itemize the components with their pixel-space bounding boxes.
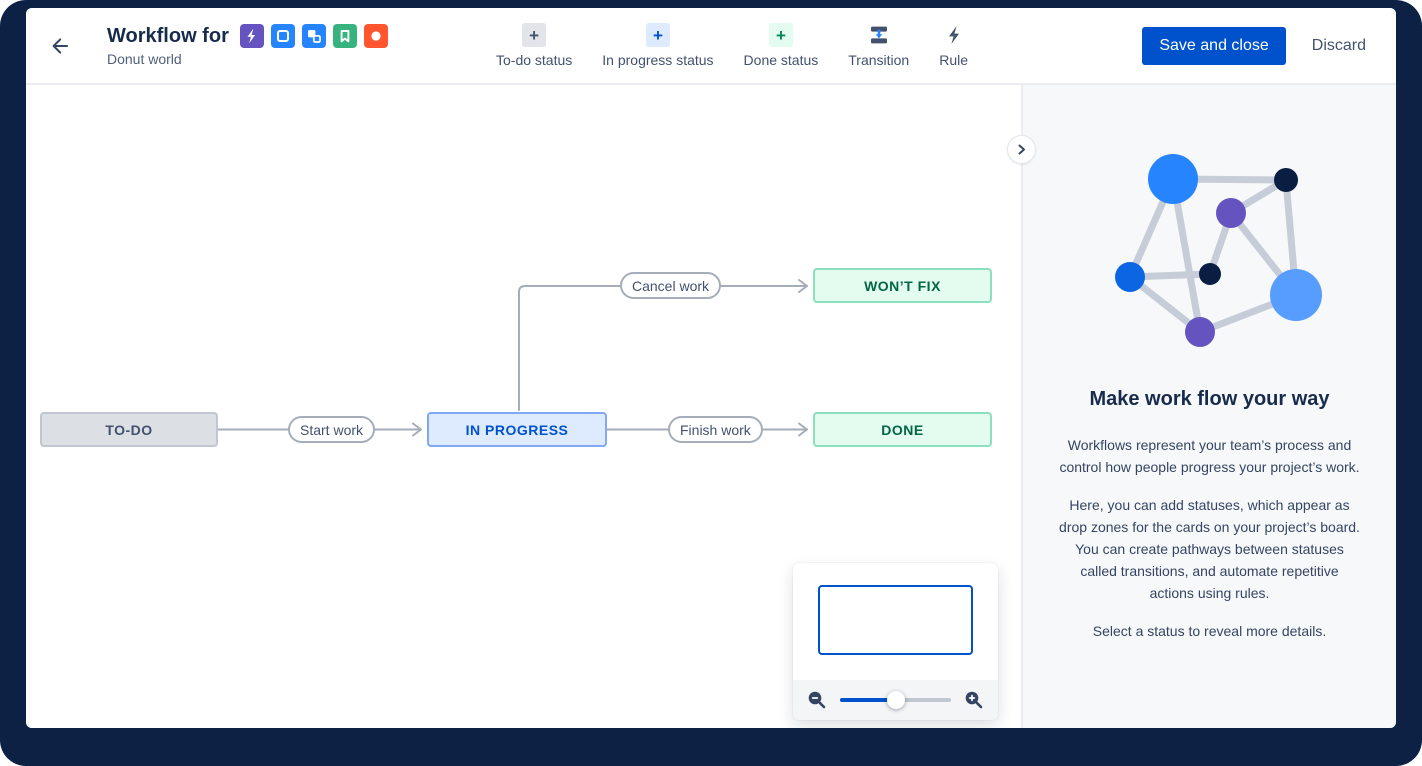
transition-cancel-work[interactable]: Cancel work <box>620 272 722 299</box>
plus-icon: + <box>522 23 547 47</box>
workflow-canvas[interactable]: TO-DO IN PROGRESS DONE WON’T FIX Start w… <box>26 85 1021 728</box>
network-graph-illustration <box>1114 154 1322 347</box>
add-done-status-button[interactable]: + Done status <box>744 23 818 68</box>
status-node-done[interactable]: DONE <box>813 412 992 447</box>
sidebar-heading: Make work flow your way <box>1089 388 1330 410</box>
status-node-in-progress[interactable]: IN PROGRESS <box>427 412 607 447</box>
story-icon <box>332 24 357 48</box>
magnifier-plus-icon <box>965 691 983 709</box>
transition-start-work[interactable]: Start work <box>288 416 376 443</box>
zoom-in-button[interactable] <box>963 689 985 711</box>
zoom-slider-fill <box>840 698 896 702</box>
project-name: Donut world <box>107 51 182 67</box>
chevron-right-icon <box>1018 144 1025 155</box>
info-sidebar: Make work flow your way Workflows repres… <box>1021 85 1396 728</box>
zoom-slider-thumb[interactable] <box>886 691 905 709</box>
bug-icon <box>363 24 388 48</box>
discard-button[interactable]: Discard <box>1311 36 1366 54</box>
task-icon <box>270 24 295 48</box>
editor-toolbar: + To-do status + In progress status + Do… <box>496 8 968 83</box>
lightning-icon <box>942 23 966 47</box>
add-rule-button[interactable]: Rule <box>939 23 968 68</box>
status-node-todo[interactable]: TO-DO <box>40 412 218 447</box>
plus-icon: + <box>645 23 670 47</box>
status-node-wont-fix[interactable]: WON’T FIX <box>813 268 992 303</box>
subtask-icon <box>301 24 326 48</box>
sidebar-paragraph: Select a status to reveal more details. <box>1092 623 1327 639</box>
minimap-panel <box>793 563 998 720</box>
editor-header: Workflow for <box>26 8 1396 85</box>
magnifier-minus-icon <box>808 691 826 709</box>
plus-icon: + <box>768 23 793 47</box>
zoom-out-button[interactable] <box>806 689 828 711</box>
transition-icon <box>867 23 891 47</box>
sidebar-paragraph: Workflows represent your team’s process … <box>1059 437 1360 475</box>
save-and-close-button[interactable]: Save and close <box>1142 26 1286 65</box>
minimap-viewport[interactable] <box>818 585 973 655</box>
transition-finish-work[interactable]: Finish work <box>668 416 763 443</box>
workflow-editor-window: Workflow for <box>26 8 1396 728</box>
sidebar-expand-button[interactable] <box>1007 135 1036 164</box>
sidebar-paragraph: Here, you can add statuses, which appear… <box>1059 497 1360 601</box>
add-inprogress-status-button[interactable]: + In progress status <box>602 23 714 68</box>
zoom-slider[interactable] <box>840 691 951 709</box>
add-transition-button[interactable]: Transition <box>848 23 909 68</box>
add-todo-status-button[interactable]: + To-do status <box>496 23 572 68</box>
back-button[interactable] <box>44 30 76 62</box>
zoom-controls <box>793 680 998 720</box>
arrow-left-icon <box>52 37 68 54</box>
page-title: Workflow for <box>107 24 229 47</box>
epic-icon <box>239 24 264 48</box>
